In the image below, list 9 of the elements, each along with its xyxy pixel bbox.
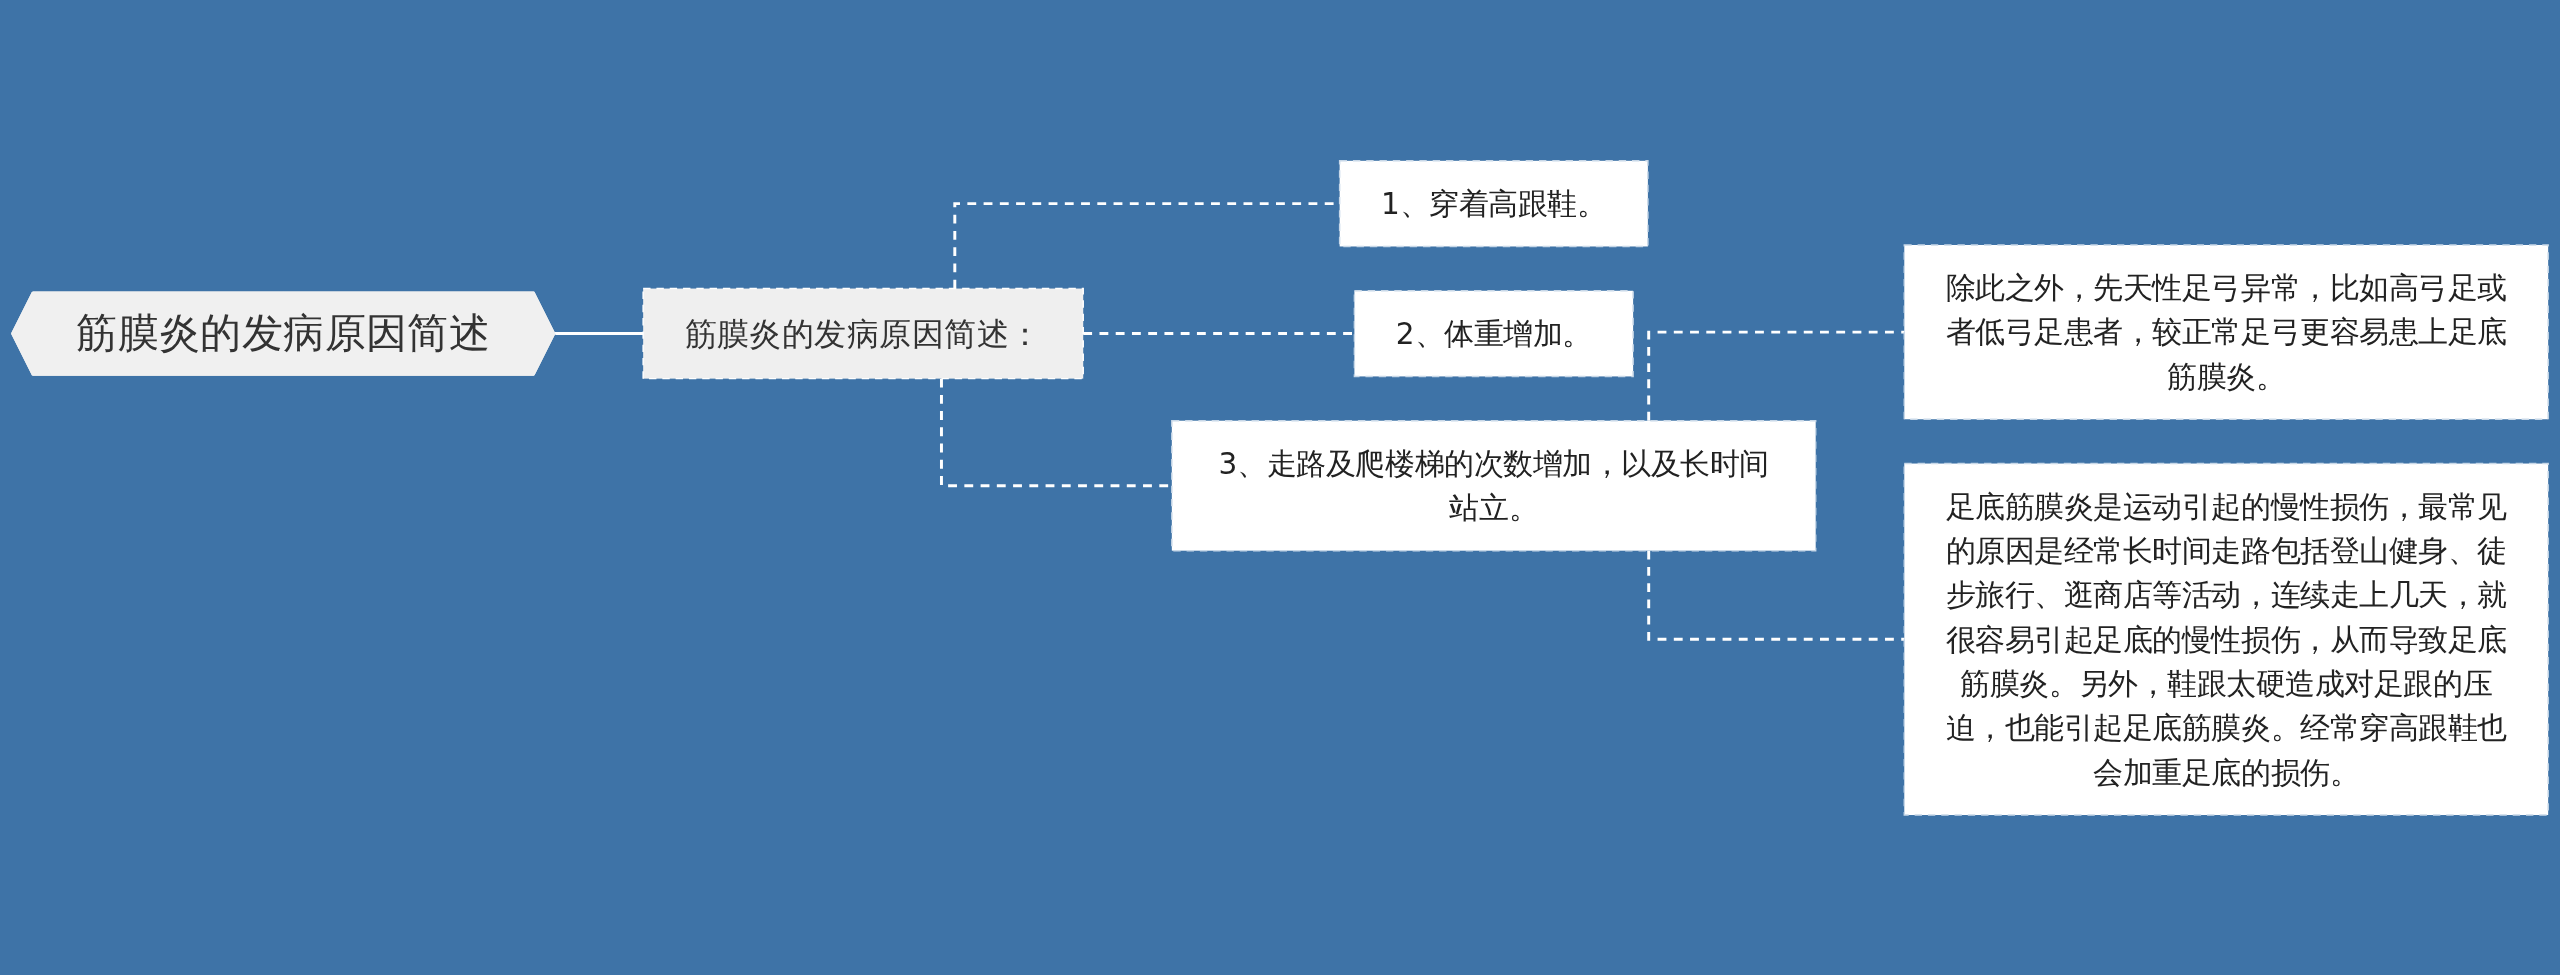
node-box: 2、体重增加。 — [1353, 289, 1634, 377]
connector — [1647, 550, 1905, 641]
node-box: 足底筋膜炎是运动引起的慢性损伤，最常见的原因是经常长时间走路包括登山健身、徒步旅行、逛商店等活动，连续走上几天，就很容易引起足底的慢性损伤，从而导致足底筋膜炎。另外，鞋跟太硬造成对足跟的压迫，也能引起足底筋膜炎。经常穿高跟鞋也会加重足底的损伤。 — [1903, 462, 2549, 816]
connector — [553, 331, 644, 336]
node-box: 1、穿着高跟鞋。 — [1338, 159, 1649, 247]
connector — [1647, 330, 1905, 421]
node-box: 除此之外，先天性足弓异常，比如高弓足或者低弓足患者，较正常足弓更容易患上足底筋膜炎。 — [1903, 243, 2549, 420]
node-box: 3、走路及爬楼梯的次数增加，以及长时间站立。 — [1171, 419, 1817, 551]
node-box: 筋膜炎的发病原因简述： — [642, 287, 1084, 379]
